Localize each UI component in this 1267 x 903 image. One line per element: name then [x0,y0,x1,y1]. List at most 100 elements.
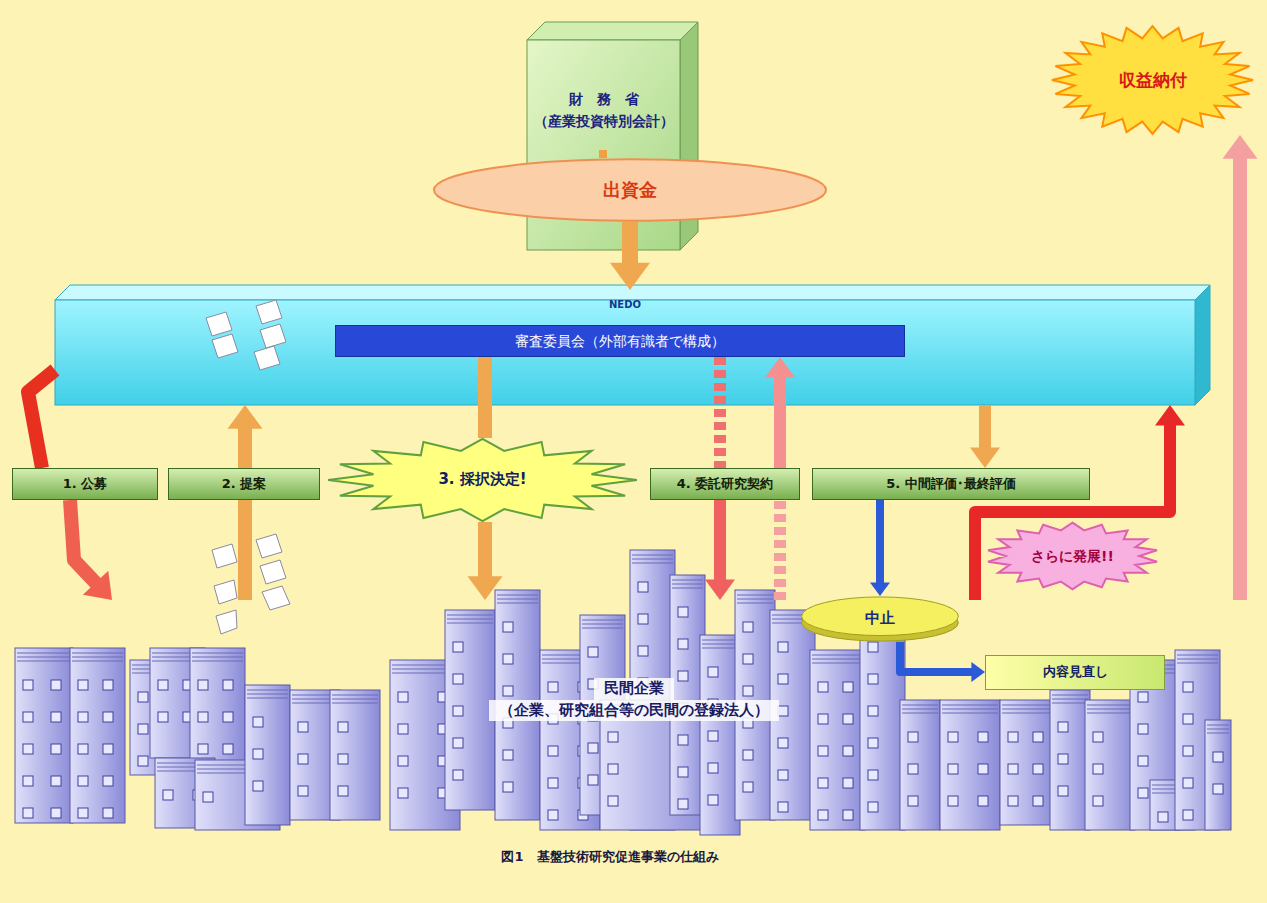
arrow-line [238,428,252,468]
node-text: 5. 中間評価･最終評価 [886,476,1016,493]
building-window [78,680,88,690]
band-top [55,285,1210,300]
building-window [298,786,308,796]
building-window [223,680,233,690]
building-window [453,642,463,652]
building-window [23,744,33,754]
building-stripe [72,661,123,662]
building-window [978,764,988,774]
building-window [608,764,618,774]
building-stripe [1087,705,1133,706]
building [1085,700,1135,830]
building-body [330,690,380,820]
building-window [678,767,688,777]
building-stripe [72,653,123,654]
paper [214,580,237,604]
building-window [51,744,61,754]
flow-arrow [720,357,721,468]
building-window [1058,786,1068,796]
paper [216,610,237,634]
building-window [978,732,988,742]
step-box: 4. 委託研究契約 [650,468,800,500]
building-window [743,654,753,664]
building-window [868,706,878,716]
step-box: 1. 公募 [12,468,158,500]
arrow-line [1233,158,1247,600]
node-text: 収益納付 [1119,69,1187,91]
flow-arrow [780,500,781,600]
building-window [868,642,878,652]
building-window [608,796,618,806]
building-window [638,646,648,656]
building-window [868,674,878,684]
building-window [198,680,208,690]
building-window [843,778,853,788]
building-window [338,754,348,764]
building-window [818,778,828,788]
building-window [548,682,558,692]
building [900,700,940,830]
buildings [15,550,1231,835]
arrow-head [971,662,985,682]
building-window [138,724,148,734]
building-body [15,648,73,823]
building-window [398,692,408,702]
building-window [1033,732,1043,742]
building-stripe [17,653,71,654]
arrow-line [979,405,991,449]
building-window [1183,714,1193,724]
building-window [818,810,828,820]
flow-arrow [970,405,1000,468]
building-stripe [902,713,938,714]
flow-arrow [485,357,486,438]
building-stripe [1177,663,1218,664]
building-window [503,782,513,792]
node-text: NEDO [609,298,641,311]
building-window [103,776,113,786]
building [245,685,290,825]
node-text: （産業投資特別会計） [534,112,674,130]
building-stripe [1002,713,1053,714]
nedo-band: NEDO 審査委員会（外部有識者で構成） [55,290,1195,405]
building [810,650,865,830]
building-body [445,610,495,810]
building-window [608,732,618,742]
paper [212,544,237,568]
nedo-band-3d [55,285,1210,405]
building-window [163,790,173,800]
committee-box: 審査委員会（外部有識者で構成） [335,325,905,357]
burst-outline [1052,26,1253,134]
building-window [778,738,788,748]
node-text: 3. 採択決定! [438,470,526,490]
building-stripe [332,703,378,704]
building-window [1158,812,1168,822]
building-window [678,607,688,617]
building-stripe [1002,709,1053,710]
node-text: 民間企業 [594,678,674,700]
building-window [843,746,853,756]
node-text: 1. 公募 [63,476,108,493]
building-window [708,731,718,741]
building-window [678,799,688,809]
flow-arrow [705,500,735,600]
building-window [1093,796,1103,806]
building-window [78,776,88,786]
building-stripe [702,640,738,641]
building-body [1050,690,1090,830]
building-stripe [1052,703,1088,704]
building [940,700,1000,830]
building-window [398,724,408,734]
band-side [1195,285,1210,405]
building-stripe [632,563,673,564]
building-window [23,680,33,690]
building-window [1183,682,1193,692]
building-stripe [497,595,538,596]
building-window [503,622,513,632]
building-stripe [1177,655,1218,656]
building-stripe [1052,695,1088,696]
building-window [1138,756,1148,766]
building-window [843,682,853,692]
development-burst: さらに発展!! [985,522,1160,590]
flow-arrow [28,370,55,468]
arrow-line [975,424,1170,600]
